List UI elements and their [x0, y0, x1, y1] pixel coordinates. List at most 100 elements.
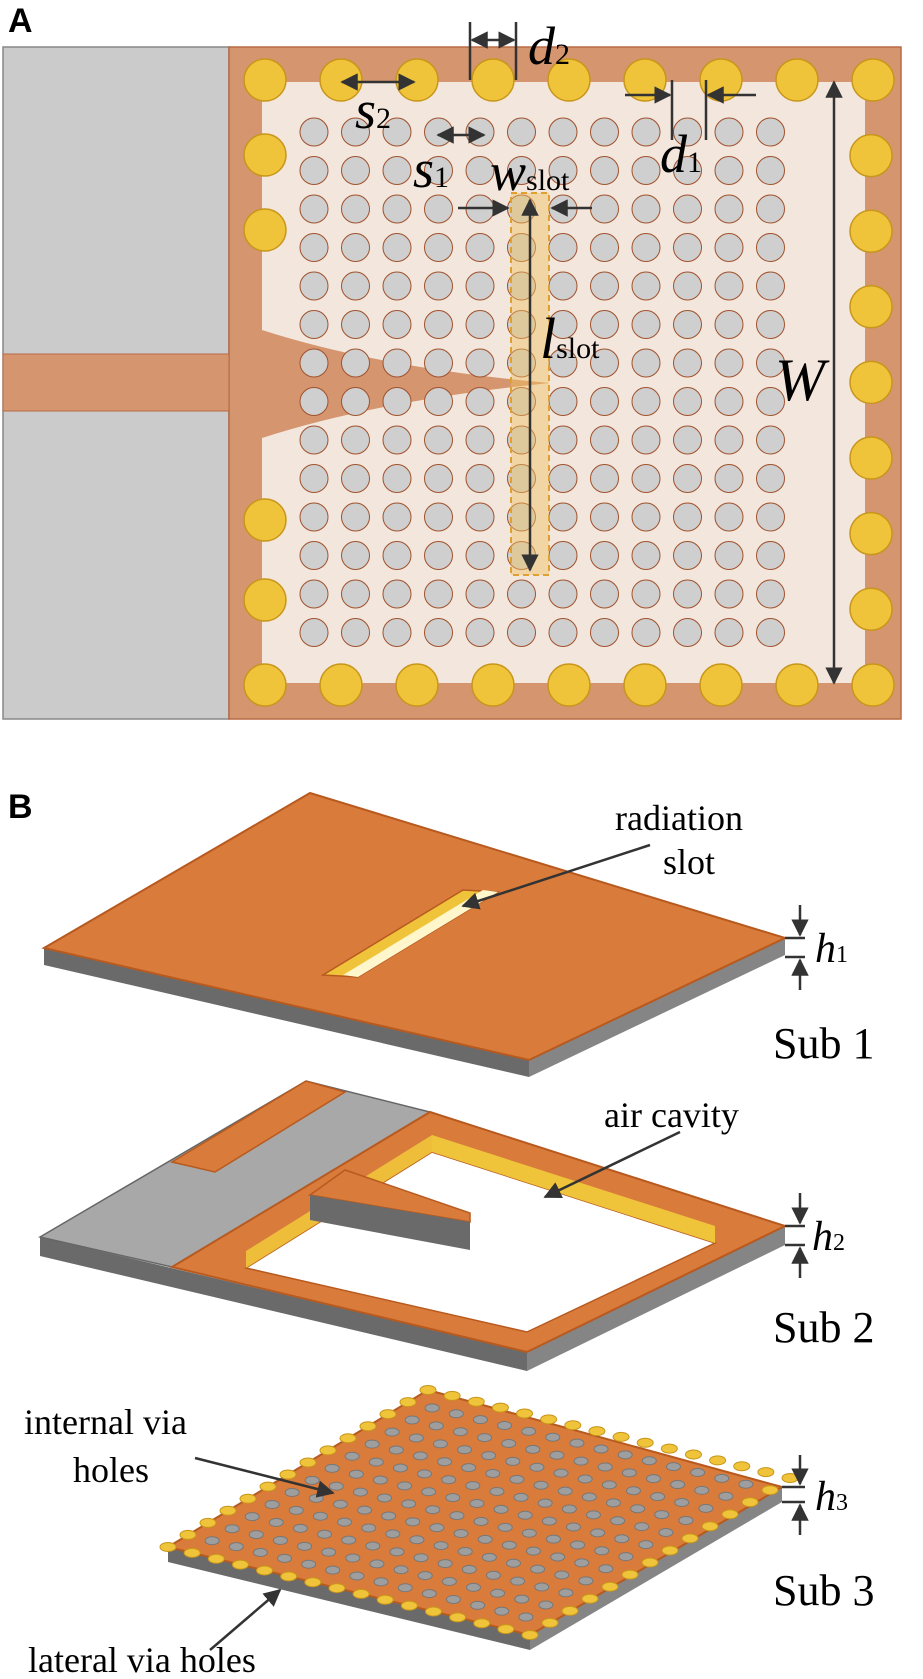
- internal-via: [598, 1564, 614, 1574]
- lateral-via: [660, 1443, 678, 1454]
- internal-via: [304, 1475, 320, 1485]
- internal-via: [324, 1463, 340, 1473]
- internal-via: [545, 1432, 561, 1442]
- lateral-via: [761, 1485, 779, 1496]
- internal-via: [673, 156, 702, 185]
- internal-via: [417, 1469, 433, 1479]
- internal-via: [497, 1421, 513, 1431]
- internal-via: [631, 618, 661, 647]
- internal-via: [424, 1403, 440, 1413]
- lateral-via: [601, 1581, 619, 1592]
- lateral-via: [299, 1457, 317, 1468]
- lateral-via: [471, 663, 515, 707]
- lateral-via: [661, 1545, 679, 1556]
- internal-via: [299, 425, 329, 455]
- internal-via: [485, 1570, 501, 1580]
- lateral-via: [621, 1569, 639, 1580]
- internal-via: [577, 1474, 593, 1484]
- internal-via: [631, 194, 661, 224]
- internal-via: [382, 117, 412, 147]
- internal-via: [365, 1541, 381, 1551]
- internal-via: [590, 541, 619, 570]
- internal-via: [497, 1522, 513, 1532]
- lateral-via: [636, 1437, 654, 1448]
- internal-via: [548, 117, 578, 147]
- internal-via: [673, 464, 702, 493]
- lateral-via: [279, 1469, 297, 1480]
- lateral-via: [243, 208, 287, 252]
- internal-via: [382, 156, 412, 185]
- internal-via: [631, 541, 661, 570]
- internal-via: [601, 1480, 617, 1490]
- thickness-markers: [782, 905, 809, 1535]
- internal-via: [673, 579, 702, 609]
- lateral-via: [419, 1385, 437, 1395]
- internal-via: [341, 310, 370, 339]
- sub2-taper-side: [310, 1195, 470, 1250]
- internal-via: [299, 271, 329, 301]
- lateral-via: [259, 1481, 277, 1492]
- internal-via: [590, 271, 619, 301]
- internal-via: [714, 425, 744, 455]
- lateral-via: [581, 1593, 599, 1604]
- internal-via: [756, 117, 785, 147]
- lateral-via: [851, 58, 895, 102]
- internal-via: [756, 618, 785, 647]
- lateral-via: [243, 663, 287, 707]
- internal-via: [409, 1535, 425, 1545]
- internal-via: [299, 233, 329, 262]
- internal-via: [590, 117, 619, 147]
- lateral-via: [701, 1521, 719, 1532]
- lateral-via: [199, 1517, 217, 1528]
- internal-via: [465, 425, 495, 455]
- internal-via: [714, 233, 744, 262]
- internal-via: [631, 233, 661, 262]
- internal-via: [631, 348, 661, 378]
- internal-via: [631, 310, 661, 339]
- internal-via: [405, 1517, 421, 1527]
- internal-via: [204, 1536, 220, 1546]
- internal-via: [548, 425, 578, 455]
- internal-via: [673, 117, 702, 147]
- internal-via: [634, 1522, 650, 1532]
- internal-via: [518, 1612, 534, 1622]
- dimension-lines: [340, 22, 843, 685]
- internal-via: [494, 1606, 510, 1616]
- internal-via: [349, 1571, 365, 1581]
- lateral-via: [304, 1577, 322, 1588]
- internal-via: [441, 1475, 457, 1485]
- internal-via: [565, 1522, 581, 1532]
- internal-via: [297, 1541, 313, 1551]
- lateral-via: [339, 1433, 357, 1444]
- internal-via: [638, 1540, 654, 1550]
- internal-via: [377, 1493, 393, 1503]
- internal-via: [756, 425, 785, 455]
- lateral-via: [399, 1397, 417, 1408]
- lateral-via: [231, 1559, 249, 1570]
- internal-via: [548, 502, 578, 532]
- lateral-via: [319, 663, 363, 707]
- internal-via: [299, 348, 329, 378]
- internal-via: [548, 464, 578, 493]
- internal-via: [441, 1577, 457, 1587]
- internal-via: [325, 1565, 341, 1575]
- internal-via: [299, 194, 329, 224]
- lateral-via: [849, 587, 893, 631]
- internal-via: [521, 1528, 537, 1538]
- internal-via: [424, 233, 453, 262]
- lateral-via: [379, 1409, 397, 1420]
- internal-via: [382, 541, 412, 570]
- lateral-via: [612, 1431, 630, 1442]
- internal-via: [505, 1558, 521, 1568]
- internal-via: [548, 271, 578, 301]
- lateral-via: [741, 1497, 759, 1508]
- internal-via: [481, 1552, 497, 1562]
- internal-via: [590, 156, 619, 185]
- lateral-via: [547, 663, 591, 707]
- internal-via: [756, 579, 785, 609]
- sub3-via-holes: [159, 1385, 799, 1640]
- internal-via: [382, 464, 412, 493]
- internal-via: [465, 1582, 481, 1592]
- lateral-via: [207, 1553, 225, 1564]
